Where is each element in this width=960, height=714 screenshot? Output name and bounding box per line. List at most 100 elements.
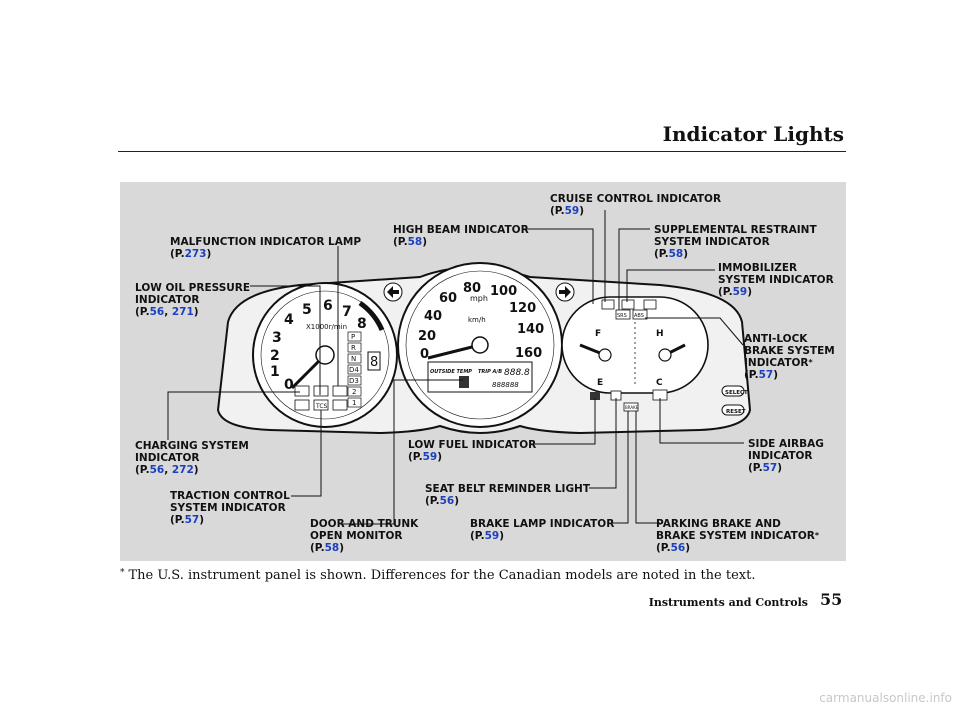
leader-charging (167, 391, 300, 440)
leader-door (340, 379, 463, 525)
page-ref-oil-1[interactable]: 56 (149, 306, 165, 318)
fuel-temp-gauge: F E H C SRS ABS BRAKE (561, 296, 709, 412)
parking-brake-lamp (623, 402, 639, 412)
page-ref-srs[interactable]: 58 (668, 248, 684, 260)
leader-abs (645, 317, 744, 346)
gear-p: P (351, 333, 355, 341)
footnote-mark: * (120, 568, 125, 578)
label-seat-belt: SEAT BELT REMINDER LIGHT (P.56) (425, 483, 591, 507)
tach-6: 6 (323, 298, 333, 314)
leader-srs (618, 228, 650, 310)
tach-4: 4 (284, 312, 294, 328)
page-ref-abs[interactable]: 57 (758, 369, 774, 381)
gear-r: R (351, 344, 356, 352)
speed-40: 40 (424, 309, 442, 324)
gear-d3: D3 (349, 377, 359, 385)
leader-immobilizer (626, 269, 715, 302)
label-high-beam: HIGH BEAM INDICATOR (P.58) (393, 224, 529, 248)
tach-8: 8 (357, 316, 367, 332)
tach-7: 7 (342, 304, 352, 320)
turn-right-icon (555, 282, 575, 302)
footnote: *The U.S. instrument panel is shown. Dif… (120, 568, 755, 583)
speed-140: 140 (517, 322, 544, 337)
page-ref-oil-2[interactable]: 271 (171, 306, 194, 318)
speed-160: 160 (515, 346, 542, 361)
label-mil: MALFUNCTION INDICATOR LAMP (P.273) (170, 236, 362, 260)
leader-tcs (291, 410, 322, 497)
speed-unit-mph: mph (470, 294, 488, 303)
turn-left-icon (383, 282, 403, 302)
abs-lamp-text: ABS (634, 313, 644, 319)
lcd-display (427, 361, 533, 393)
leader-highbeam (524, 228, 594, 304)
label-low-oil: LOW OIL PRESSURE INDICATOR (P.56, 271) (135, 282, 251, 318)
page-ref-charging-1[interactable]: 56 (149, 464, 165, 476)
page-ref-high-beam[interactable]: 58 (407, 236, 423, 248)
gear-n: N (351, 355, 356, 363)
leader-lines (167, 210, 744, 525)
leader-sideairbag (659, 398, 744, 444)
label-tcs: TRACTION CONTROL SYSTEM INDICATOR (P.57) (170, 490, 290, 526)
leader-brakelamp (612, 411, 629, 524)
page-ref-parking[interactable]: 56 (670, 542, 686, 554)
leader-seatbelt (589, 398, 617, 489)
trip-label: TRIP A/B (478, 369, 502, 375)
temp-h: H (656, 329, 664, 339)
footnote-text: The U.S. instrument panel is shown. Diff… (128, 568, 756, 583)
tach-unit: X1000r/min (306, 323, 347, 331)
srs-lamp (615, 309, 631, 320)
tach-1: 1 (270, 364, 280, 380)
speed-80: 80 (463, 281, 481, 296)
speed-100: 100 (490, 284, 517, 299)
charging-lamp (294, 385, 310, 397)
low-fuel-lamp (590, 392, 600, 400)
leader-parking (635, 411, 660, 524)
gear-indicator: P R N D4 D3 2 1 (347, 331, 362, 408)
select-button-text: SELECT (725, 390, 748, 396)
page-ref-mil[interactable]: 273 (184, 248, 207, 260)
abs-lamp (632, 309, 648, 320)
page-ref-cruise[interactable]: 59 (564, 205, 580, 217)
reset-button-text: RESET (726, 409, 746, 415)
label-immobilizer: IMMOBILIZER SYSTEM INDICATOR (P.59) (718, 262, 834, 298)
label-cruise-control: CRUISE CONTROL INDICATOR (P.59) (550, 193, 722, 217)
page-ref-brake-lamp[interactable]: 59 (484, 530, 500, 542)
label-door-trunk: DOOR AND TRUNK OPEN MONITOR (P.58) (310, 518, 419, 554)
mil-lamp (313, 385, 329, 397)
speedometer: 0 20 40 60 80 100 120 140 160 mph km/h O… (397, 262, 563, 428)
tcs-lamp-text: TCS (315, 403, 328, 410)
page-ref-door[interactable]: 58 (324, 542, 340, 554)
cruise-lamp (601, 299, 615, 310)
fuel-e: E (597, 378, 603, 388)
speed-20: 20 (418, 329, 436, 344)
select-button: SELECT (721, 385, 748, 397)
speed-unit-kmh: km/h (468, 316, 486, 324)
label-abs: ANTI-LOCK BRAKE SYSTEM INDICATOR* (P.57) (744, 333, 835, 381)
label-side-airbag: SIDE AIRBAG INDICATOR (P.57) (748, 438, 824, 474)
fuel-f: F (595, 329, 601, 339)
immobilizer-lamp (621, 299, 635, 310)
speed-120: 120 (509, 301, 536, 316)
page-ref-immobilizer[interactable]: 59 (732, 286, 748, 298)
label-brake-lamp: BRAKE LAMP INDICATOR (P.59) (470, 518, 615, 542)
reset-button: RESET (721, 404, 746, 416)
section-name: Instruments and Controls (648, 596, 808, 609)
outside-temp-label: OUTSIDE TEMP (430, 369, 472, 375)
trip-value: 888.8 (504, 368, 530, 378)
temp-c: C (656, 378, 663, 388)
page-ref-side-airbag[interactable]: 57 (762, 462, 778, 474)
label-charging: CHARGING SYSTEM INDICATOR (P.56, 272) (135, 440, 249, 476)
page-ref-low-fuel[interactable]: 59 (422, 451, 438, 463)
speed-60: 60 (439, 291, 457, 306)
label-low-fuel: LOW FUEL INDICATOR (P.59) (408, 439, 537, 463)
tach-2: 2 (270, 348, 280, 364)
gear-display: 8 (370, 355, 378, 370)
page-ref-tcs[interactable]: 57 (184, 514, 200, 526)
page-ref-charging-2[interactable]: 272 (171, 464, 194, 476)
leader-oil (250, 285, 321, 395)
tachometer: 0 1 2 3 4 5 6 7 8 X1000r/min P R N D4 D3… (252, 282, 398, 428)
page-ref-seat-belt[interactable]: 56 (439, 495, 455, 507)
gear-2: 2 (352, 388, 356, 396)
gear-d4: D4 (349, 366, 359, 374)
